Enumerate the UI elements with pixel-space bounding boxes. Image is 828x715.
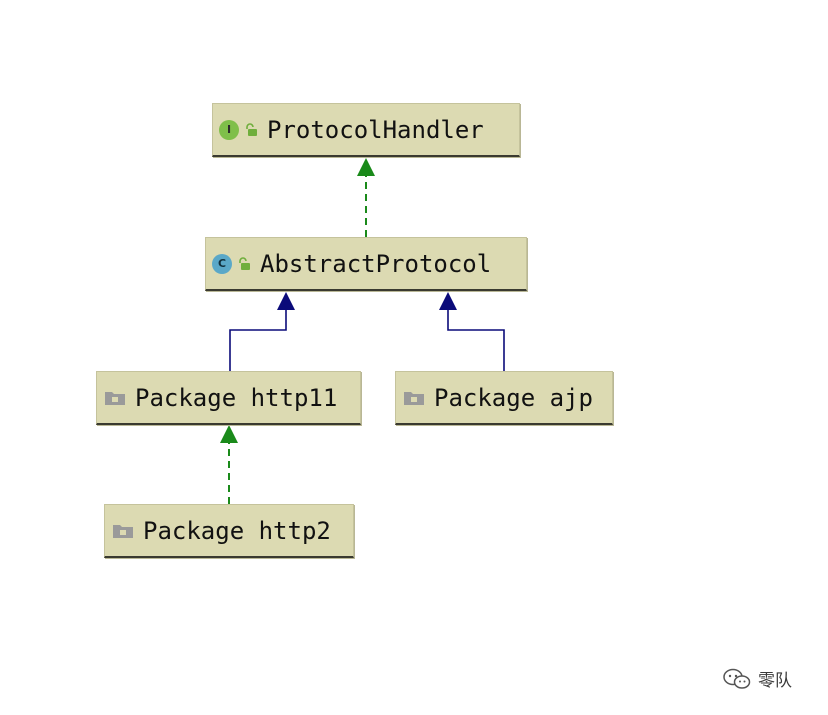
folder-icon	[402, 388, 426, 408]
node-package-ajp[interactable]: Package ajp	[395, 371, 613, 425]
node-label: AbstractProtocol	[260, 249, 492, 278]
node-package-http11[interactable]: Package http11	[96, 371, 361, 425]
node-protocolhandler[interactable]: I ProtocolHandler	[212, 103, 520, 157]
interface-badge-icon: I	[219, 119, 239, 140]
edge-http2-to-http11	[220, 425, 238, 504]
node-label: Package http11	[135, 383, 338, 412]
edge-ajp-to-abstractprotocol	[439, 292, 505, 371]
class-badge-icon: C	[212, 253, 232, 274]
watermark: 零队	[722, 666, 792, 691]
node-package-http2[interactable]: Package http2	[104, 504, 354, 558]
wechat-icon	[722, 667, 752, 691]
edge-abstractprotocol-to-protocolhandler	[357, 158, 375, 237]
unlocked-icon	[243, 122, 259, 138]
edge-http11-to-abstractprotocol	[229, 292, 295, 371]
folder-icon	[111, 521, 135, 541]
node-label: Package ajp	[434, 383, 593, 412]
folder-icon	[103, 388, 127, 408]
unlocked-icon	[236, 256, 252, 272]
node-label: ProtocolHandler	[267, 115, 484, 144]
node-label: Package http2	[143, 516, 331, 545]
watermark-text: 零队	[758, 671, 792, 691]
node-abstractprotocol[interactable]: C AbstractProtocol	[205, 237, 527, 291]
